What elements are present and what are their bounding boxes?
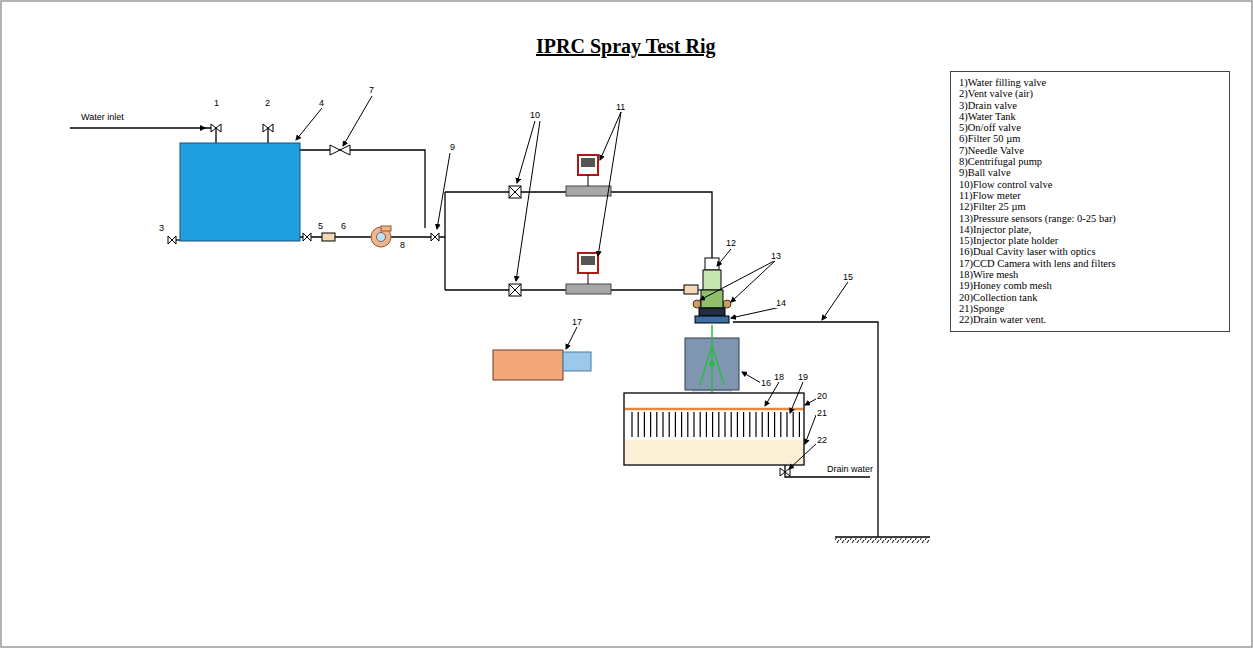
parts-list-line: 17)CCD Camera with lens and filters (959, 258, 1221, 269)
parts-list-line: 7)Needle Valve (959, 145, 1221, 156)
callout-number: 10 (529, 110, 541, 120)
callout-number: 7 (368, 85, 375, 95)
callout-number: 9 (449, 142, 456, 152)
parts-list-box: 1)Water filling valve2)Vent valve (air)3… (950, 71, 1230, 332)
parts-list-line: 11)Flow meter (959, 190, 1221, 201)
callout-number: 2 (264, 98, 271, 108)
parts-list-line: 2)Vent valve (air) (959, 88, 1221, 99)
parts-list-line: 8)Centrifugal pump (959, 156, 1221, 167)
callout-number: 16 (760, 378, 772, 388)
flow-label: Drain water (826, 464, 874, 474)
parts-list-line: 5)On/off valve (959, 122, 1221, 133)
parts-list-line: 18)Wire mesh (959, 269, 1221, 280)
parts-list-line: 12)Filter 25 µm (959, 201, 1221, 212)
callout-number: 17 (571, 317, 583, 327)
callout-number: 5 (317, 221, 324, 231)
parts-list-line: 19)Honey comb mesh (959, 280, 1221, 291)
callout-number: 1 (213, 98, 220, 108)
callout-number: 22 (816, 435, 828, 445)
parts-list-line: 21)Sponge (959, 303, 1221, 314)
callout-number: 21 (816, 408, 828, 418)
callout-number: 4 (318, 98, 325, 108)
callout-number: 11 (615, 102, 626, 112)
callout-number: 18 (773, 372, 785, 382)
callout-number: 3 (158, 223, 165, 233)
parts-list-line: 10)Flow control valve (959, 179, 1221, 190)
callout-number: 8 (399, 240, 406, 250)
flow-label: Water inlet (80, 112, 125, 122)
parts-list-line: 1)Water filling valve (959, 77, 1221, 88)
parts-list-line: 16)Dual Cavity laser with optics (959, 246, 1221, 257)
callout-number: 12 (725, 238, 737, 248)
parts-list-line: 15)Injector plate holder (959, 235, 1221, 246)
callout-number: 6 (340, 221, 347, 231)
callout-number: 15 (842, 272, 854, 282)
parts-list-line: 9)Ball valve (959, 167, 1221, 178)
parts-list-line: 14)Injector plate, (959, 224, 1221, 235)
callout-number: 13 (770, 251, 782, 261)
parts-list-line: 13)Pressure sensors (range: 0-25 bar) (959, 213, 1221, 224)
parts-list-line: 22)Drain water vent. (959, 314, 1221, 325)
parts-list-line: 20)Collection tank (959, 292, 1221, 303)
parts-list-line: 3)Drain valve (959, 100, 1221, 111)
callout-number: 19 (797, 372, 809, 382)
parts-list-line: 6)Filter 50 µm (959, 133, 1221, 144)
callout-number: 14 (775, 298, 787, 308)
diagram-title: IPRC Spray Test Rig (536, 35, 715, 58)
parts-list-line: 4)Water Tank (959, 111, 1221, 122)
callout-number: 20 (816, 391, 828, 401)
